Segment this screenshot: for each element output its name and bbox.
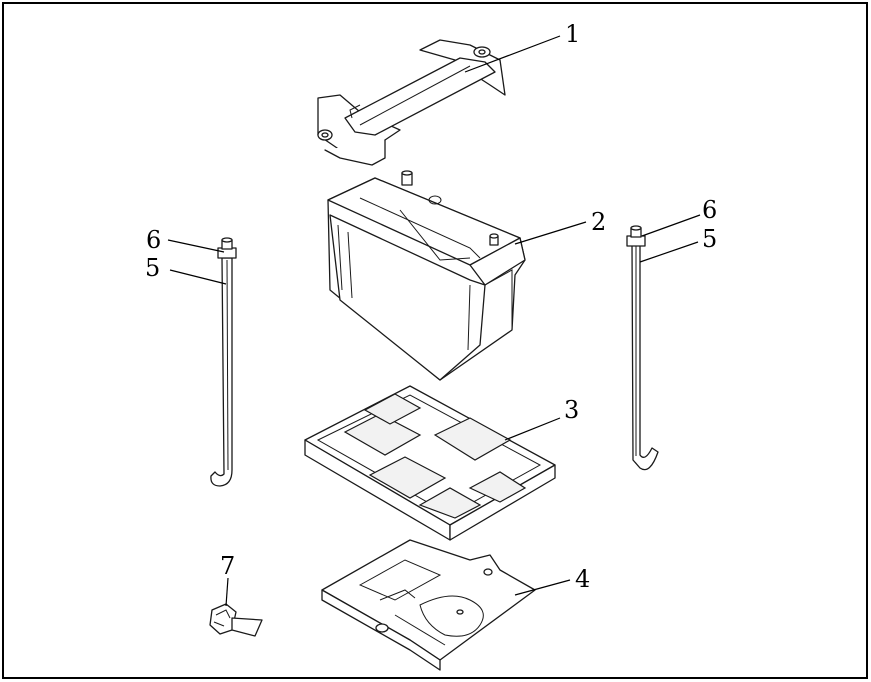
callout-6-right: 6	[702, 196, 718, 224]
leader-1	[464, 35, 561, 73]
callout-2: 2	[591, 208, 607, 236]
leader-6a	[167, 239, 225, 253]
leader-4	[514, 579, 571, 596]
battery-tray	[304, 385, 556, 541]
leader-5b	[639, 241, 699, 263]
callout-5-right: 5	[702, 225, 718, 253]
callout-5-left: 5	[145, 254, 161, 282]
callout-7: 7	[220, 552, 236, 580]
retaining-clip	[209, 603, 263, 637]
leader-2	[514, 221, 587, 245]
leader-7	[225, 577, 229, 607]
battery	[327, 170, 526, 381]
leader-3	[504, 417, 561, 441]
hold-down-rod-left	[210, 237, 237, 487]
callout-6-left: 6	[146, 226, 162, 254]
leader-lines	[167, 35, 701, 607]
callout-3: 3	[564, 396, 580, 424]
leader-5a	[169, 269, 227, 285]
callout-4: 4	[575, 565, 591, 593]
callout-1: 1	[565, 20, 581, 48]
hold-down-clamp	[317, 39, 506, 166]
battery-base-plate	[321, 539, 536, 671]
hold-down-rod-right	[626, 225, 659, 471]
leader-6b	[641, 214, 701, 237]
